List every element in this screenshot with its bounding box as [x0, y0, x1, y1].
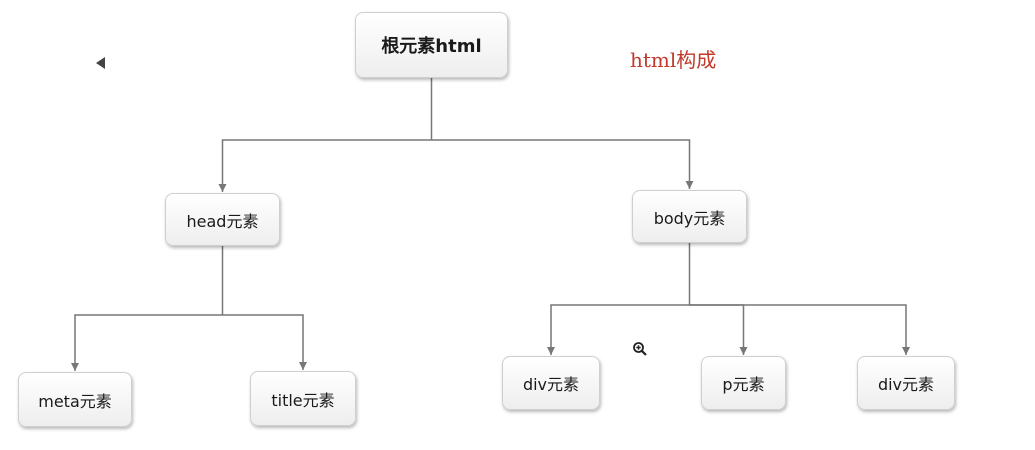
body-element-node: body元素 [632, 190, 747, 243]
zoom-in-icon [633, 342, 647, 356]
connector-head-to-meta [71, 314, 223, 371]
connector-body-to-p [689, 304, 748, 355]
title-element-node: title元素 [250, 371, 356, 426]
p-element-node: p元素 [701, 356, 786, 410]
connector-root-to-body [431, 139, 694, 189]
head-element-node: head元素 [165, 193, 280, 246]
triangle-left-icon[interactable] [96, 57, 105, 69]
div-element-node-right: div元素 [857, 356, 955, 410]
div-element-node-left: div元素 [502, 356, 600, 410]
connector-head-to-title [222, 314, 307, 370]
root-element-node: 根元素html [355, 12, 508, 78]
meta-element-node: meta元素 [18, 372, 132, 427]
connector-body-to-div2 [689, 304, 910, 355]
diagram-caption: html构成 [630, 48, 717, 72]
connector-root-to-head [218, 139, 432, 192]
connector-body-to-div1 [547, 304, 690, 355]
